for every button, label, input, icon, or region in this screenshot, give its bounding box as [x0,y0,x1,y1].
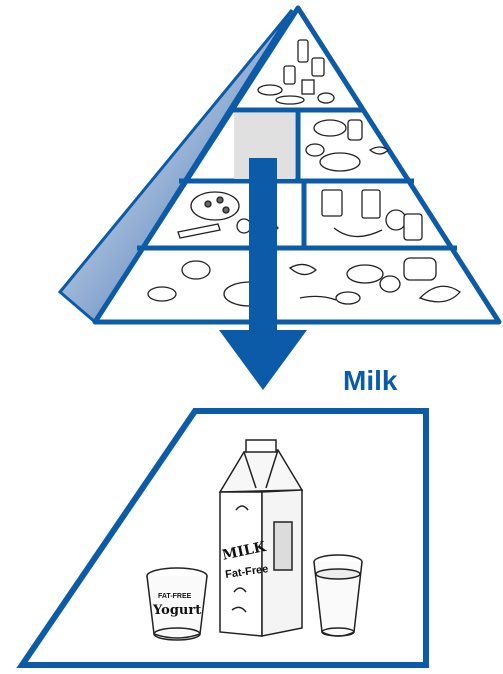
carton-fatfree-text: Fat-Free [224,563,269,581]
oils-sweets-icons [257,39,335,105]
meat-beans-icons [305,119,389,172]
down-arrow-icon [219,158,307,390]
yogurt-cup-icon [146,567,208,641]
fruits-icons [321,189,423,241]
milk-carton-icon [218,439,304,637]
yogurt-label-text: Yogurt [152,603,201,618]
milk-label: Milk [343,365,398,396]
yogurt-fatfree-text: FAT-FREE [158,593,192,600]
glass-of-milk-icon [313,554,363,637]
food-pyramid [57,5,502,325]
